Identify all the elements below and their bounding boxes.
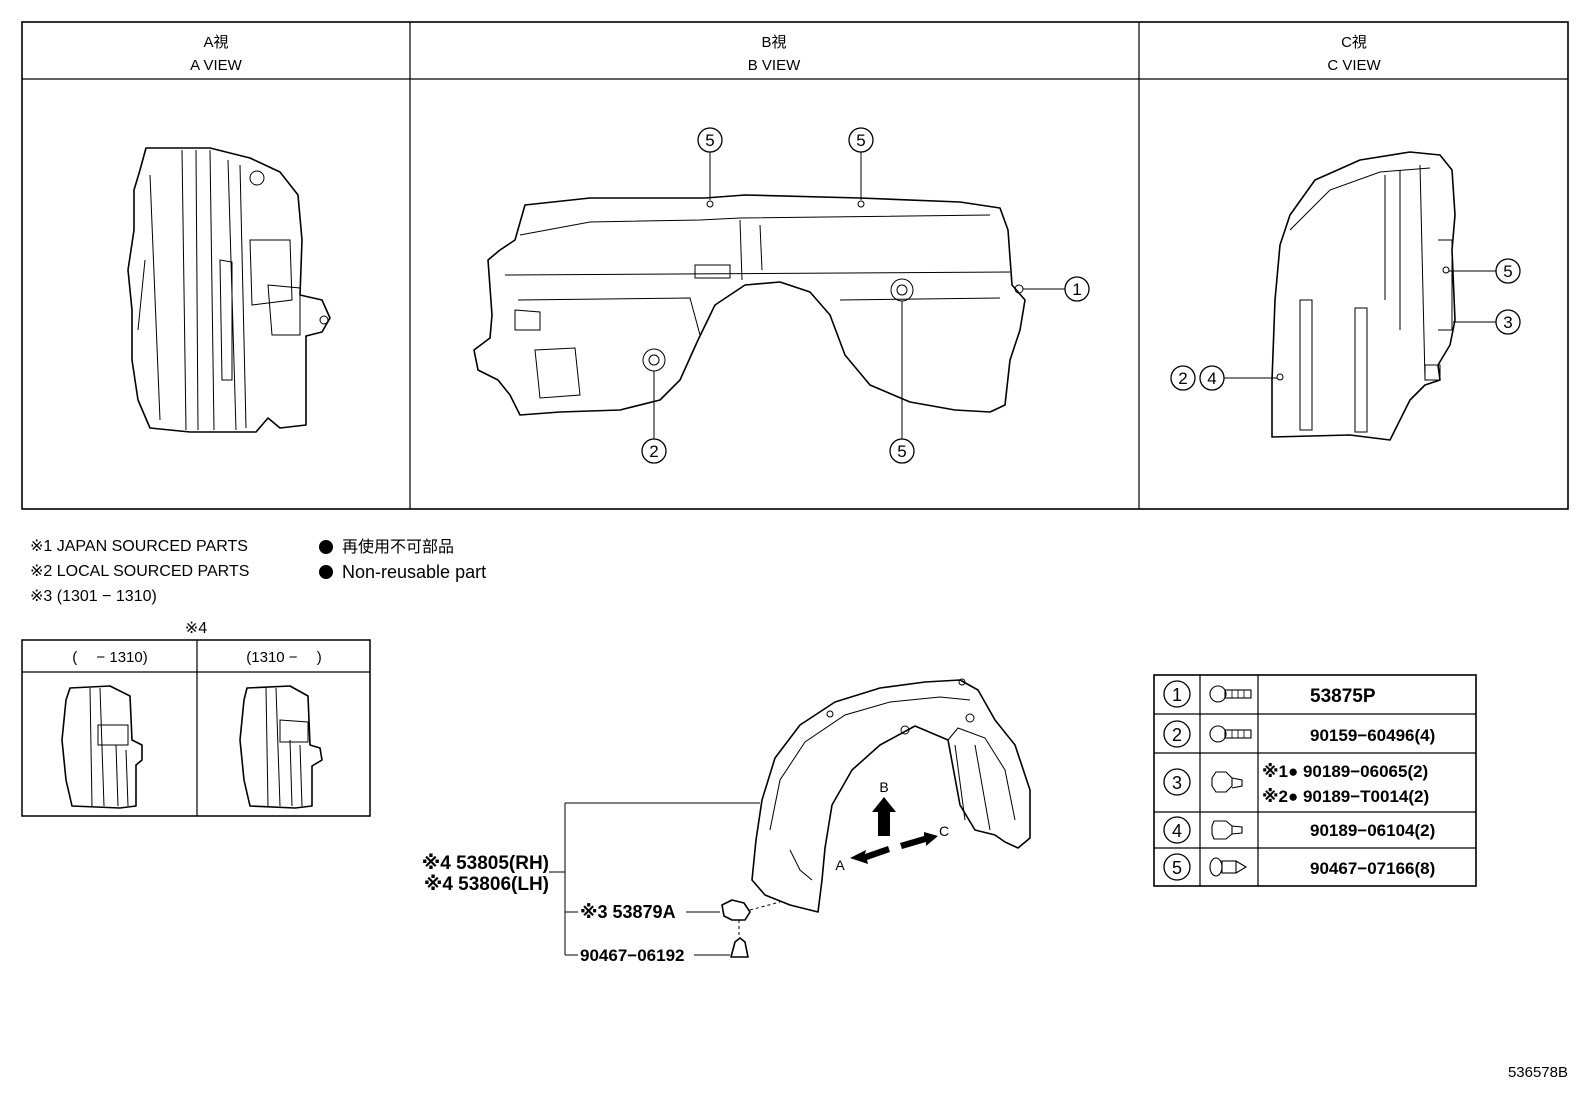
svg-text:4: 4 [1172, 821, 1182, 841]
variant-mark: ※4 [185, 620, 207, 637]
variant-liner-after [239, 685, 323, 809]
svg-text:3: 3 [1172, 773, 1182, 793]
arrow-c-icon [900, 832, 938, 849]
fastener-row-2: 2 90159−60496(4) [1163, 720, 1435, 748]
view-a-jp: A視 [203, 34, 228, 51]
screw-icon [1209, 725, 1252, 743]
callout-5-left: 5 [697, 127, 723, 200]
callout-5-right: 5 [848, 127, 874, 200]
svg-text:5: 5 [705, 131, 714, 150]
note-local-sourced: ※2 LOCAL SOURCED PARTS [30, 563, 249, 580]
note-date-range: ※3 (1301 − 1310) [30, 588, 157, 605]
view-c-en: C VIEW [1327, 57, 1381, 74]
svg-text:90159−60496(4): 90159−60496(4) [1310, 726, 1435, 745]
callout-2: 2 [641, 371, 667, 464]
c-view-callouts: 5 3 2 4 [1170, 258, 1521, 391]
svg-text:3: 3 [1503, 313, 1512, 332]
svg-text:5: 5 [1503, 262, 1512, 281]
view-c-jp: C視 [1341, 34, 1367, 51]
svg-text:2: 2 [1172, 725, 1182, 745]
svg-text:90189−06104(2): 90189−06104(2) [1310, 821, 1435, 840]
c-view-liner-drawing [1271, 151, 1456, 441]
svg-text:4: 4 [1207, 369, 1216, 388]
note-nonreusable-en: Non-reusable part [342, 562, 486, 582]
non-reusable-bullet-icon [319, 565, 333, 579]
view-header-a: A視 A VIEW [190, 34, 243, 74]
part-leader-lines [549, 802, 760, 956]
fastener-row-3: 3 ※1● 90189−06065(2) ※2● 90189−T0014(2) [1163, 762, 1429, 806]
callout-4-c: 4 [1199, 365, 1277, 391]
note-japan-sourced: ※1 JAPAN SOURCED PARTS [30, 538, 248, 555]
callout-2-c: 2 [1170, 365, 1196, 391]
part-number-retainer: ※3 53879A [580, 902, 676, 922]
arrow-a-icon [850, 846, 890, 864]
part-number-clip: 90467−06192 [580, 946, 684, 965]
fastener-row-4: 4 90189−06104(2) [1163, 816, 1435, 844]
svg-text:5: 5 [897, 442, 906, 461]
arrow-b-icon [872, 797, 896, 836]
variant-table: ※4 ( − 1310) (1310 − ) [21, 620, 371, 817]
svg-text:2: 2 [1178, 369, 1187, 388]
non-reusable-bullet-icon [319, 540, 333, 554]
arrow-a-label: A [835, 857, 845, 873]
svg-text:2: 2 [649, 442, 658, 461]
retainer-part-drawing [721, 899, 781, 921]
clip-icon [1211, 771, 1243, 793]
svg-text:90467−07166(8): 90467−07166(8) [1310, 859, 1435, 878]
callout-3-c: 3 [1453, 309, 1521, 335]
fastener-row-1: 1 53875P [1163, 680, 1376, 708]
variant-col-before: ( − 1310) [72, 649, 147, 666]
arrow-c-label: C [939, 823, 949, 839]
push-rivet-icon [1209, 857, 1248, 877]
fastener-table: 1 53875P 2 90159−60496(4) 3 [1153, 674, 1477, 887]
note-nonreusable-jp: 再使用不可部品 [342, 538, 454, 556]
b-view-liner-drawing [473, 194, 1026, 416]
svg-text:53875P: 53875P [1310, 686, 1376, 707]
part-number-rh: ※4 53805(RH) [422, 853, 549, 874]
clip-part-drawing [730, 920, 749, 958]
a-view-liner-drawing [127, 147, 331, 433]
screw-icon [1209, 685, 1252, 703]
part-number-lh: ※4 53806(LH) [424, 874, 549, 895]
view-header-c: C視 C VIEW [1327, 34, 1381, 74]
svg-text:1: 1 [1072, 280, 1081, 299]
callout-5-c: 5 [1449, 258, 1521, 284]
svg-text:5: 5 [1172, 858, 1182, 878]
main-liner-drawing [751, 678, 1031, 913]
svg-text:5: 5 [856, 131, 865, 150]
clip-icon [1211, 820, 1243, 840]
view-header-b: B視 B VIEW [748, 34, 801, 74]
svg-text:※1● 90189−06065(2): ※1● 90189−06065(2) [1262, 762, 1428, 781]
fastener-row-5: 5 90467−07166(8) [1163, 853, 1435, 881]
callout-5-bottom: 5 [889, 301, 915, 464]
b-view-callouts: 5 5 1 2 5 [641, 127, 1090, 464]
diagram-id: 536578B [1508, 1064, 1568, 1081]
svg-text:1: 1 [1172, 685, 1182, 705]
direction-arrows: B A C [835, 779, 949, 873]
top-view-frame [21, 21, 1569, 510]
notes-block: ※1 JAPAN SOURCED PARTS ※2 LOCAL SOURCED … [30, 538, 486, 605]
view-a-en: A VIEW [190, 57, 243, 74]
variant-col-after: (1310 − ) [246, 649, 321, 666]
view-b-en: B VIEW [748, 57, 801, 74]
variant-liner-before [61, 685, 143, 809]
svg-text:※2● 90189−T0014(2): ※2● 90189−T0014(2) [1262, 787, 1429, 806]
arrow-b-label: B [879, 779, 888, 795]
callout-1: 1 [1023, 276, 1090, 302]
view-b-jp: B視 [761, 34, 786, 51]
